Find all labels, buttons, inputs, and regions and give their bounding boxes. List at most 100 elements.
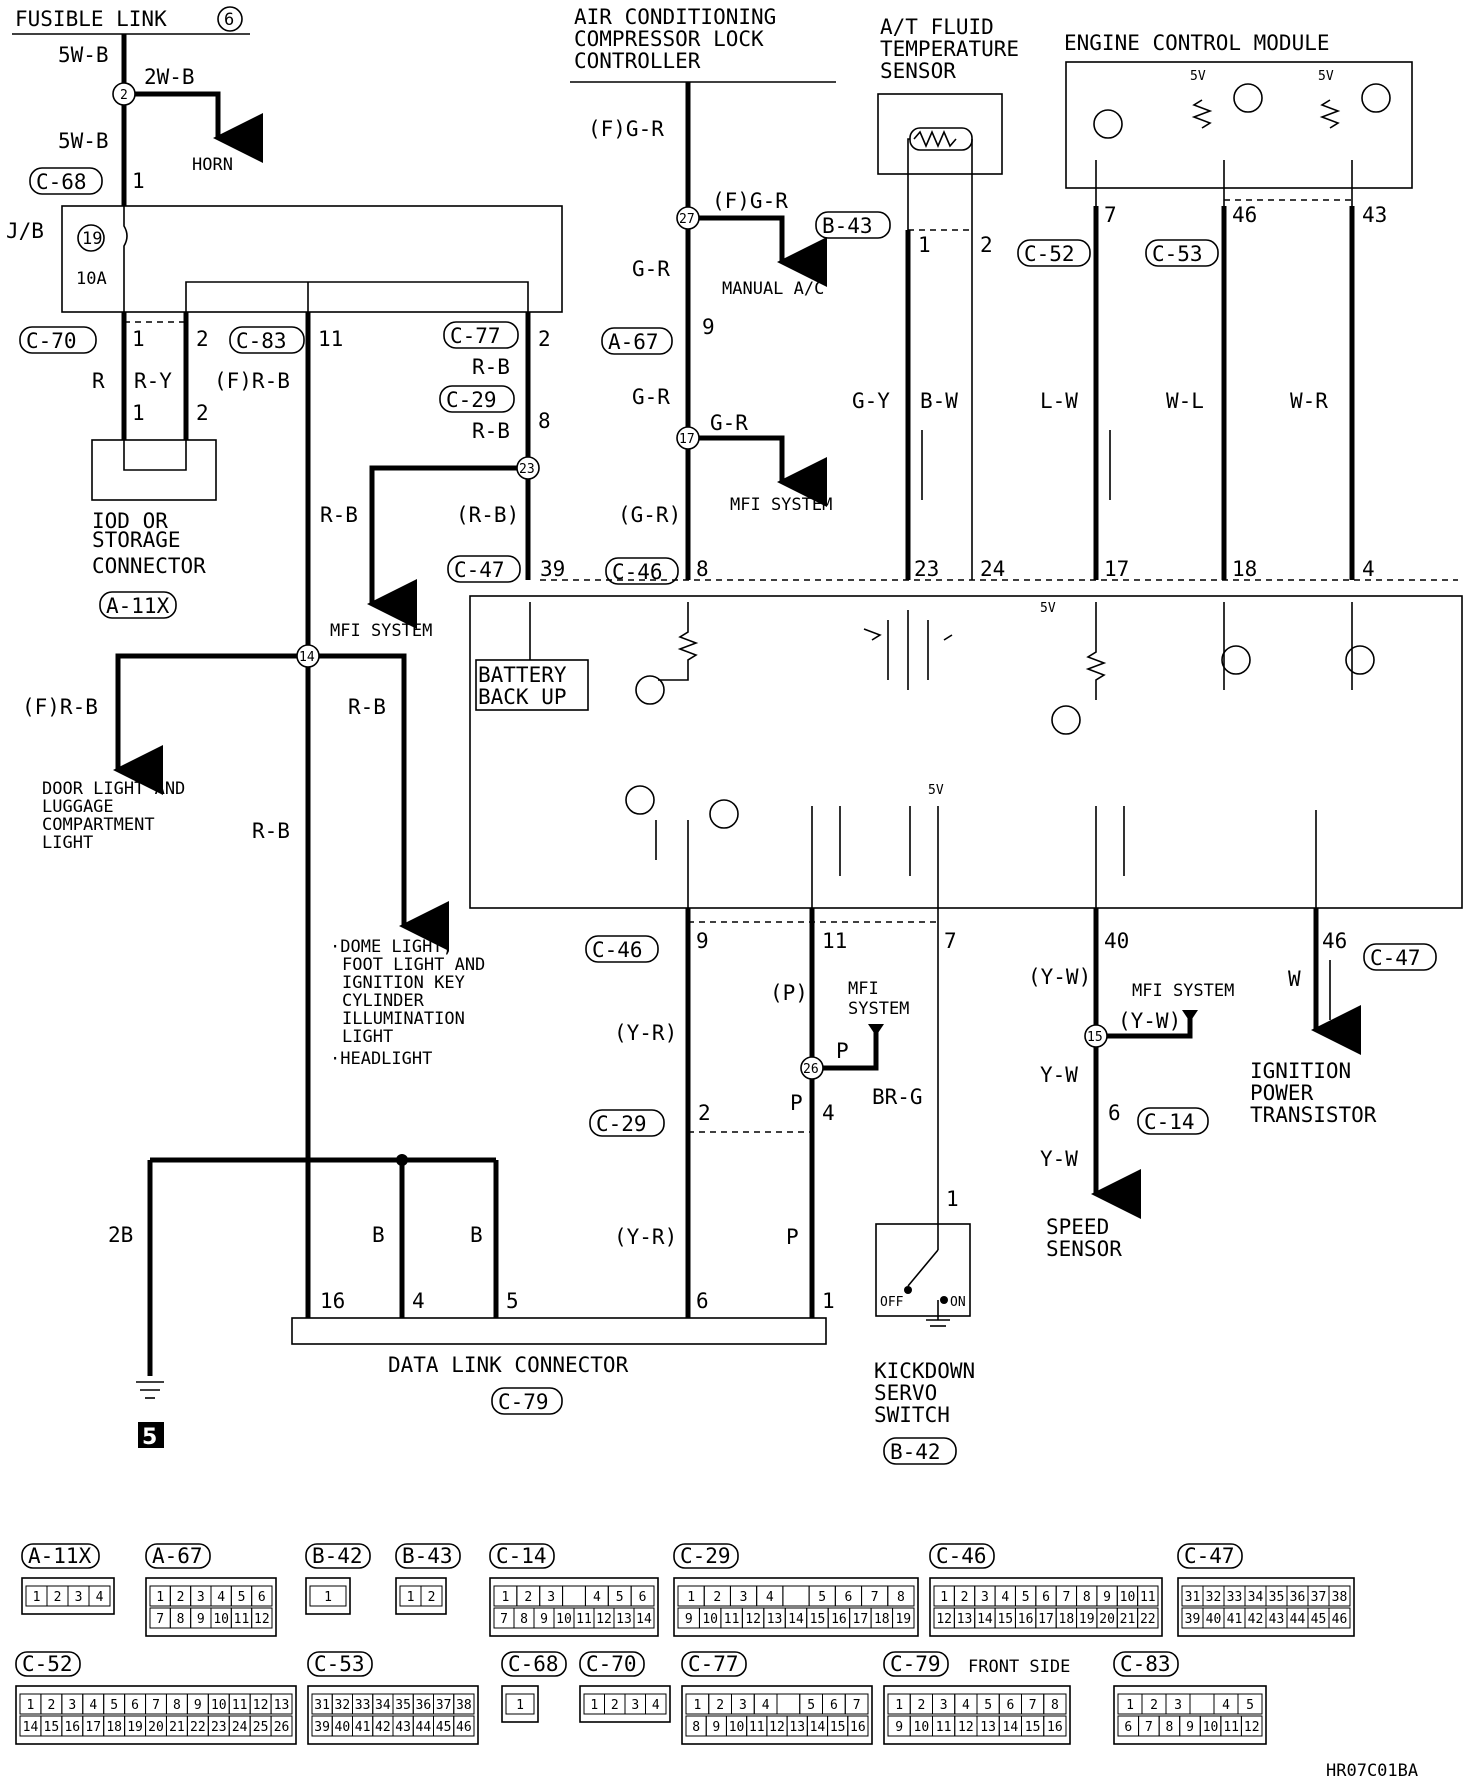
svg-text:2: 2 [980, 233, 993, 257]
connector-c29-label-top: C-29 [439, 385, 515, 413]
legend-pin: 4 [89, 1698, 97, 1713]
legend-pin: 8 [1166, 1720, 1174, 1735]
legend-pin: 10 [213, 1612, 229, 1627]
svg-text:23: 23 [914, 557, 939, 581]
svg-text:1: 1 [132, 327, 145, 351]
legend-pin: 14 [810, 1720, 826, 1735]
at-fluid-title-1: A/T FLUID [880, 15, 994, 39]
legend-pin: 34 [1248, 1590, 1264, 1605]
svg-text:OFF: OFF [880, 1295, 904, 1310]
legend-pin: 45 [1311, 1612, 1327, 1627]
legend-pin: 41 [1227, 1612, 1243, 1627]
legend-pin: 2 [54, 1590, 62, 1605]
at-fluid-sensor-section: A/T FLUID TEMPERATURE SENSOR B-43 1 2 G-… [815, 15, 1019, 580]
legend-pin: 15 [1025, 1720, 1041, 1735]
door-light-label-1: DOOR LIGHT AND [42, 779, 185, 799]
svg-text:A-67: A-67 [608, 330, 659, 354]
legend-pin: 1 [324, 1590, 332, 1605]
legend-pin: 17 [853, 1612, 869, 1627]
svg-text:16: 16 [320, 1289, 345, 1313]
connector-c53-label: C-53 [1145, 239, 1219, 267]
wire-label-frb-c83: (F)R-B [214, 369, 290, 393]
legend-pin: 38 [456, 1698, 472, 1713]
legend-pin: 6 [1124, 1720, 1132, 1735]
diagram-code: HR07C01BA [1326, 1761, 1418, 1781]
svg-text:4: 4 [1362, 557, 1375, 581]
wire-label-w: W [1288, 967, 1301, 991]
legend-label: B-42 [312, 1544, 363, 1568]
wire-label-yw2: Y-W [1040, 1147, 1078, 1171]
svg-text:6: 6 [1108, 1101, 1121, 1125]
battery-backup-box [475, 659, 589, 711]
svg-text:C-53: C-53 [1152, 242, 1203, 266]
wire-label-p2: P [790, 1091, 803, 1115]
wire-label-rb-dome: R-B [348, 695, 386, 719]
connector-c46-label-bottom: C-46 [585, 935, 659, 963]
legend-pin: 7 [1062, 1590, 1070, 1605]
wire-label-r: R [92, 369, 105, 393]
legend-pin: 20 [148, 1720, 164, 1735]
iod-label-3: CONNECTOR [92, 554, 206, 578]
svg-text:8: 8 [538, 409, 551, 433]
legend-pin: 22 [1140, 1612, 1156, 1627]
legend-pin: 39 [314, 1720, 330, 1735]
legend-pin: 12 [745, 1612, 761, 1627]
legend-pin: 6 [131, 1698, 139, 1713]
legend-pin: 3 [547, 1590, 555, 1605]
legend-pin: 9 [712, 1720, 720, 1735]
horn-label: HORN [192, 155, 233, 175]
wire-label-2wb: 2W-B [144, 65, 195, 89]
svg-text:C-77: C-77 [450, 324, 501, 348]
ecm-title: ENGINE CONTROL MODULE [1064, 31, 1330, 55]
legend-pin: 11 [749, 1720, 765, 1735]
svg-text:6: 6 [696, 1289, 709, 1313]
legend-pin: 5 [110, 1698, 118, 1713]
legend-pin: 10 [702, 1612, 718, 1627]
svg-text:5V: 5V [1318, 69, 1334, 84]
connector-c68-label: C-68 [29, 167, 103, 195]
legend-pin: 44 [416, 1720, 432, 1735]
svg-text:C-29: C-29 [596, 1112, 647, 1136]
connector-c52-label: C-52 [1017, 239, 1091, 267]
legend-pin: 4 [217, 1590, 225, 1605]
svg-text:C-68: C-68 [36, 170, 87, 194]
wire-label-lw: L-W [1040, 389, 1078, 413]
legend-pin: 6 [258, 1590, 266, 1605]
svg-text:14: 14 [299, 650, 315, 665]
fuse-19 [123, 206, 128, 312]
door-light-label-4: LIGHT [42, 833, 93, 853]
legend-pin: 1 [407, 1590, 415, 1605]
wire-label-yw-paren2: (Y-W) [1118, 1009, 1181, 1033]
connector-a11x-label: A-11X [99, 591, 177, 619]
legend-pin: 45 [436, 1720, 452, 1735]
legend-pin: 5 [238, 1590, 246, 1605]
svg-text:4: 4 [822, 1101, 835, 1125]
legend-pin: 41 [355, 1720, 371, 1735]
legend-pin: 5 [807, 1698, 815, 1713]
legend-pin: 37 [436, 1698, 452, 1713]
legend-pin: 16 [831, 1612, 847, 1627]
legend-pin: 46 [1332, 1612, 1348, 1627]
legend-pin: 2 [177, 1590, 185, 1605]
iod-label-2: STORAGE [92, 528, 181, 552]
wire-label-brg: BR-G [872, 1085, 923, 1109]
legend-pin: 4 [766, 1590, 774, 1605]
jb-label: J/B [6, 219, 44, 243]
legend-pin: 42 [1248, 1612, 1264, 1627]
wire-label-bw: B-W [920, 389, 958, 413]
legend-pin: 14 [23, 1720, 39, 1735]
legend-pin: 4 [1001, 1590, 1009, 1605]
legend-pin: 11 [576, 1612, 592, 1627]
ignition-label-3: TRANSISTOR [1250, 1103, 1377, 1127]
connector-c83-label: C-83 [229, 326, 305, 354]
fuse-number: 19 [82, 229, 102, 249]
legend-pin: 10 [729, 1720, 745, 1735]
connector-a67-label: A-67 [601, 327, 673, 355]
legend-pin: 6 [1006, 1698, 1014, 1713]
wire-label-frb-door: (F)R-B [22, 695, 98, 719]
legend-pin: 3 [739, 1698, 747, 1713]
svg-text:C-79: C-79 [498, 1390, 549, 1414]
